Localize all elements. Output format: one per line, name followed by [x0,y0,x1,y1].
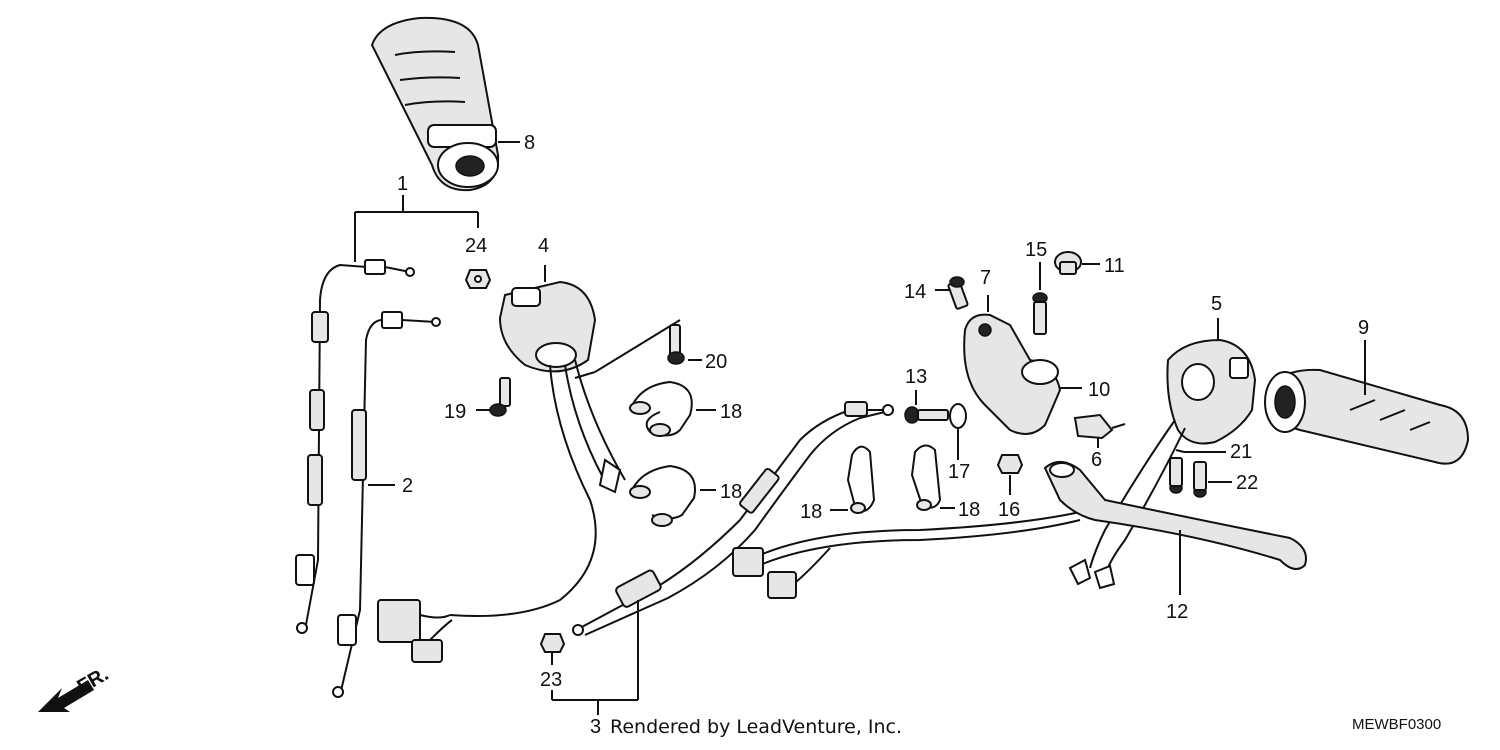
callout-2: 2 [402,475,413,497]
clamp-18-lower-left [830,445,876,514]
switch-housing-left [377,265,626,663]
leader-lines [498,141,1185,453]
screw-22 [1193,461,1232,498]
switch-6 [1073,413,1126,448]
screw-14 [935,276,969,310]
callout-18-mid: 18 [720,481,742,503]
nut-23 [539,633,566,665]
callout-23: 23 [540,669,562,691]
callout-16: 16 [998,499,1020,521]
nut-24 [464,269,492,289]
callout-20: 20 [705,351,727,373]
cable-bracket-1 [354,195,479,262]
grip-left [370,16,500,192]
cable-3 [551,401,894,715]
callout-15: 15 [1025,239,1047,261]
screw-21 [1169,451,1226,494]
callout-14: 14 [904,281,926,303]
callout-18-lower-left: 18 [800,501,822,523]
callout-9: 9 [1358,317,1369,339]
callout-7: 7 [980,267,991,289]
screw-19 [476,377,511,417]
screw-15 [1032,262,1048,335]
callout-22: 22 [1236,472,1258,494]
rendered-by-credit: Rendered by LeadVenture, Inc. [610,716,902,738]
clutch-bracket [963,295,1082,435]
callout-18-top: 18 [720,401,742,423]
screw-20 [574,319,702,379]
clamp-18-mid [629,464,716,527]
throttle-cables [295,259,441,698]
front-direction-arrow-icon [38,680,94,712]
diagram-code: MEWBF0300 [1352,716,1441,733]
bolt-13 [904,390,949,424]
callout-13: 13 [905,366,927,388]
clamp-18-lower-right [910,444,955,511]
callout-12: 12 [1166,601,1188,623]
switch-housing-right [1068,318,1257,590]
callout-1: 1 [397,173,408,195]
washer-17 [949,403,967,460]
callout-21: 21 [1230,441,1252,463]
grip-right [1264,340,1470,465]
callout-6: 6 [1091,449,1102,471]
callout-17: 17 [948,461,970,483]
nut-16 [996,454,1024,495]
wiring-harness-right [732,511,1081,599]
callout-5: 5 [1211,293,1222,315]
callout-11: 11 [1104,255,1125,277]
callout-8: 8 [524,132,535,154]
callout-3: 3 [590,716,601,738]
callout-10: 10 [1088,379,1110,401]
callout-18-lower-right: 18 [958,499,980,521]
clamp-18-top [629,380,716,437]
callout-24: 24 [465,235,487,257]
cap-11 [1054,251,1100,275]
callout-4: 4 [538,235,549,257]
lever-12 [1043,461,1307,595]
callout-19: 19 [444,401,466,423]
